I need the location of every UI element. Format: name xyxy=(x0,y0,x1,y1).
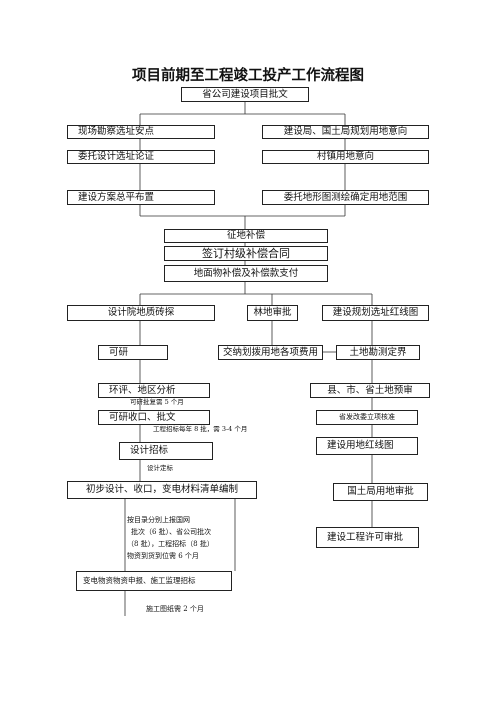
equipment-bidding-box: 变电物资物资申报、施工监理招标 xyxy=(76,571,232,591)
land-redline-box: 建设用地红线图 xyxy=(316,437,418,455)
forest-approval-box: 林地审批 xyxy=(247,305,298,321)
development-commission-box: 省发改委立项核准 xyxy=(316,410,418,425)
reply-time-label: 可研批复需 5 个月 xyxy=(130,398,184,406)
topographic-survey-box: 委托地形图测绘确定用地范围 xyxy=(262,190,429,205)
project-approval-box: 省公司建设项目批文 xyxy=(181,87,309,102)
batch-note-4: 物资到货到位需 6 个月 xyxy=(127,552,199,560)
batch-note-1: 按目录分别上报国网 xyxy=(127,516,190,524)
design-entrust-box: 委托设计选址论证 xyxy=(67,150,215,164)
feasibility-box: 可研 xyxy=(98,345,168,360)
batch-note-3: （8 批），工程招标（8 批） xyxy=(127,540,214,548)
land-fees-box: 交纳划拨用地各项费用 xyxy=(218,345,323,360)
batch-note-2: 批次（6 批）、省公司批次 xyxy=(131,528,212,536)
scheme-layout-box: 建设方案总平布置 xyxy=(67,190,215,205)
land-compensation-box: 征地补偿 xyxy=(164,229,328,243)
redline-plan-box: 建设规划选址红线图 xyxy=(322,305,429,321)
tender-time-label: 工程招标每年 8 批，需 3-4 个月 xyxy=(153,425,248,433)
geological-survey-box: 设计院地质砖探 xyxy=(67,305,215,321)
land-pretrial-box: 县、市、省土地预审 xyxy=(310,383,430,398)
construction-permit-box: 建设工程许可审批 xyxy=(316,527,419,548)
land-bureau-approval-box: 国土局用地审批 xyxy=(333,483,428,501)
design-tender-box: 设计招标 xyxy=(119,442,213,460)
planning-bureau-box: 建设局、国土局规划用地意向 xyxy=(262,125,429,139)
environmental-assessment-box: 环评、地区分析 xyxy=(98,383,210,398)
village-contract-box: 签订村级补偿合同 xyxy=(164,246,328,261)
page-title: 项目前期至工程竣工投产工作流程图 xyxy=(132,68,364,84)
town-land-box: 村镇用地意向 xyxy=(262,150,429,164)
drawing-time-label: 施工图纸需 2 个月 xyxy=(146,605,204,613)
feasibility-approval-box: 可研收口、批文 xyxy=(98,410,210,425)
design-fix-label: 设计定标 xyxy=(147,464,173,472)
site-survey-box: 现场勘察选址安点 xyxy=(67,125,215,139)
preliminary-design-box: 初步设计、收口，变电材料清单编制 xyxy=(67,481,257,499)
land-boundary-box: 土地勘测定界 xyxy=(336,345,420,360)
compensation-payment-box: 地面物补偿及补偿款支付 xyxy=(164,265,328,282)
